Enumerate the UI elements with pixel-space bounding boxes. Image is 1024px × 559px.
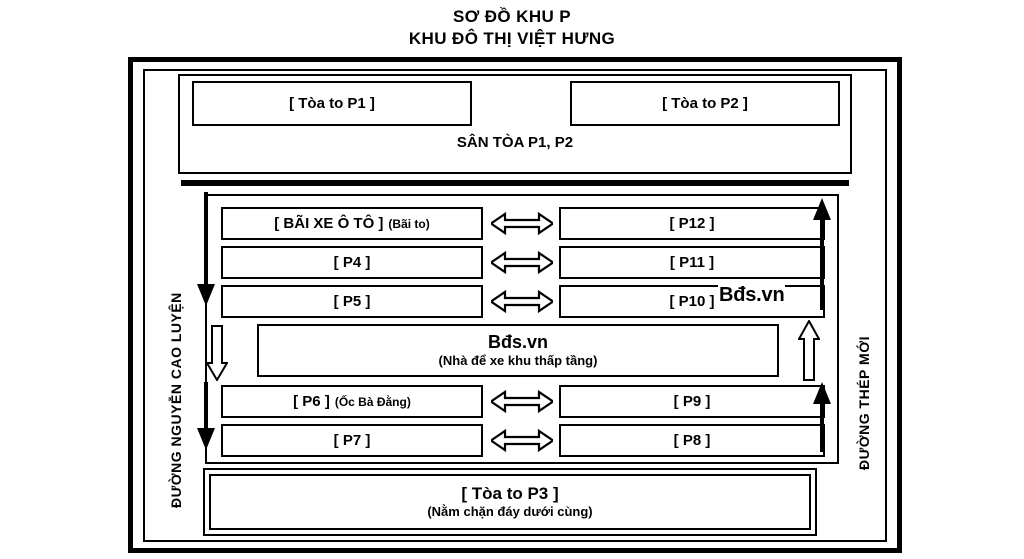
block-label: [ P7 ] [333, 432, 371, 449]
block-label: [ P6 ] [293, 393, 330, 410]
arrow-up-icon [813, 198, 831, 310]
block-box-p12[interactable]: [ P12 ] [559, 207, 825, 240]
block-label: [ P5 ] [333, 293, 371, 310]
arrow-down-icon [197, 382, 215, 450]
road-label-left: ĐƯỜNG NGUYỄN CAO LUYỆN [168, 292, 184, 508]
block-label: [ P10 ] [669, 293, 715, 310]
tower-p3-title: [ Tòa to P3 ] [461, 484, 559, 504]
block-box-p7[interactable]: [ P7 ] [221, 424, 483, 457]
block-label: [ P8 ] [673, 432, 711, 449]
tower-p2-label: [ Tòa to P2 ] [662, 95, 748, 112]
tower-row: [ Tòa to P1 ] [ Tòa to P2 ] [180, 76, 850, 126]
block-row: [ P4 ] [ P11 ] [221, 246, 825, 279]
arrow-up-outline-icon [798, 320, 820, 381]
block-box-p5[interactable]: [ P5 ] [221, 285, 483, 318]
block-label: [ P11 ] [669, 254, 715, 271]
block-sublabel: (Bãi to) [388, 216, 430, 231]
arrow-down-icon [197, 192, 215, 306]
garage-title: Bđs.vn [487, 331, 548, 352]
court-area-p1-p2: [ Tòa to P1 ] [ Tòa to P2 ] SÂN TÒA P1, … [178, 74, 852, 174]
inner-border [143, 69, 887, 542]
tower-p3-inner: [ Tòa to P3 ] (Nằm chặn đáy dưới cùng) [209, 474, 811, 530]
title-line-1: SƠ ĐỒ KHU P [452, 7, 572, 26]
double-arrow-icon [491, 250, 553, 275]
tower-box-p1[interactable]: [ Tòa to P1 ] [192, 81, 472, 126]
tower-p3-sublabel: (Nằm chặn đáy dưới cùng) [427, 503, 593, 519]
arrow-down-outline-icon [206, 325, 228, 381]
garage-box[interactable]: Bđs.vn (Nhà để xe khu thấp tầng) [257, 324, 779, 377]
tower-p1-label: [ Tòa to P1 ] [289, 95, 375, 112]
double-arrow-icon [491, 211, 553, 236]
block-label: [ BÃI XE Ô TÔ ] [274, 215, 384, 232]
garage-sublabel: (Nhà để xe khu thấp tầng) [438, 352, 598, 368]
block-box-p11[interactable]: [ P11 ] [559, 246, 825, 279]
court-yard-label: SÂN TÒA P1, P2 [456, 134, 574, 151]
block-row: [ P6 ] (Ốc Bà Đằng) [ P9 ] [221, 385, 825, 418]
double-arrow-icon [491, 428, 553, 453]
block-box-bai-xe-o-to[interactable]: [ BÃI XE Ô TÔ ] (Bãi to) [221, 207, 483, 240]
block-label: [ P4 ] [333, 254, 371, 271]
block-sublabel: (Ốc Bà Đằng) [334, 394, 411, 409]
block-row: [ P5 ] [ P10 ] [221, 285, 825, 318]
road-label-right: ĐƯỜNG THÉP MỚI [856, 335, 872, 470]
block-box-p9[interactable]: [ P9 ] [559, 385, 825, 418]
arrow-up-icon [813, 382, 831, 452]
block-label: [ P12 ] [669, 215, 715, 232]
block-row: [ BÃI XE Ô TÔ ] (Bãi to) [ P12 ] [221, 207, 825, 240]
block-box-p8[interactable]: [ P8 ] [559, 424, 825, 457]
double-arrow-icon [491, 289, 553, 314]
double-arrow-icon [491, 389, 553, 414]
tower-box-p3[interactable]: [ Tòa to P3 ] (Nằm chặn đáy dưới cùng) [203, 468, 817, 536]
watermark-text: Bđs.vn [718, 284, 786, 306]
page-title: SƠ ĐỒ KHU P KHU ĐÔ THỊ VIỆT HƯNG [0, 6, 1024, 50]
block-box-p4[interactable]: [ P4 ] [221, 246, 483, 279]
title-line-2: KHU ĐÔ THỊ VIỆT HƯNG [408, 28, 616, 48]
block-box-p6[interactable]: [ P6 ] (Ốc Bà Đằng) [221, 385, 483, 418]
divider-bar [181, 180, 849, 186]
block-row: [ P7 ] [ P8 ] [221, 424, 825, 457]
block-label: [ P9 ] [673, 393, 711, 410]
blocks-region: [ BÃI XE Ô TÔ ] (Bãi to) [ P12 ] [ P4 ] … [205, 194, 839, 464]
tower-box-p2[interactable]: [ Tòa to P2 ] [570, 81, 840, 126]
